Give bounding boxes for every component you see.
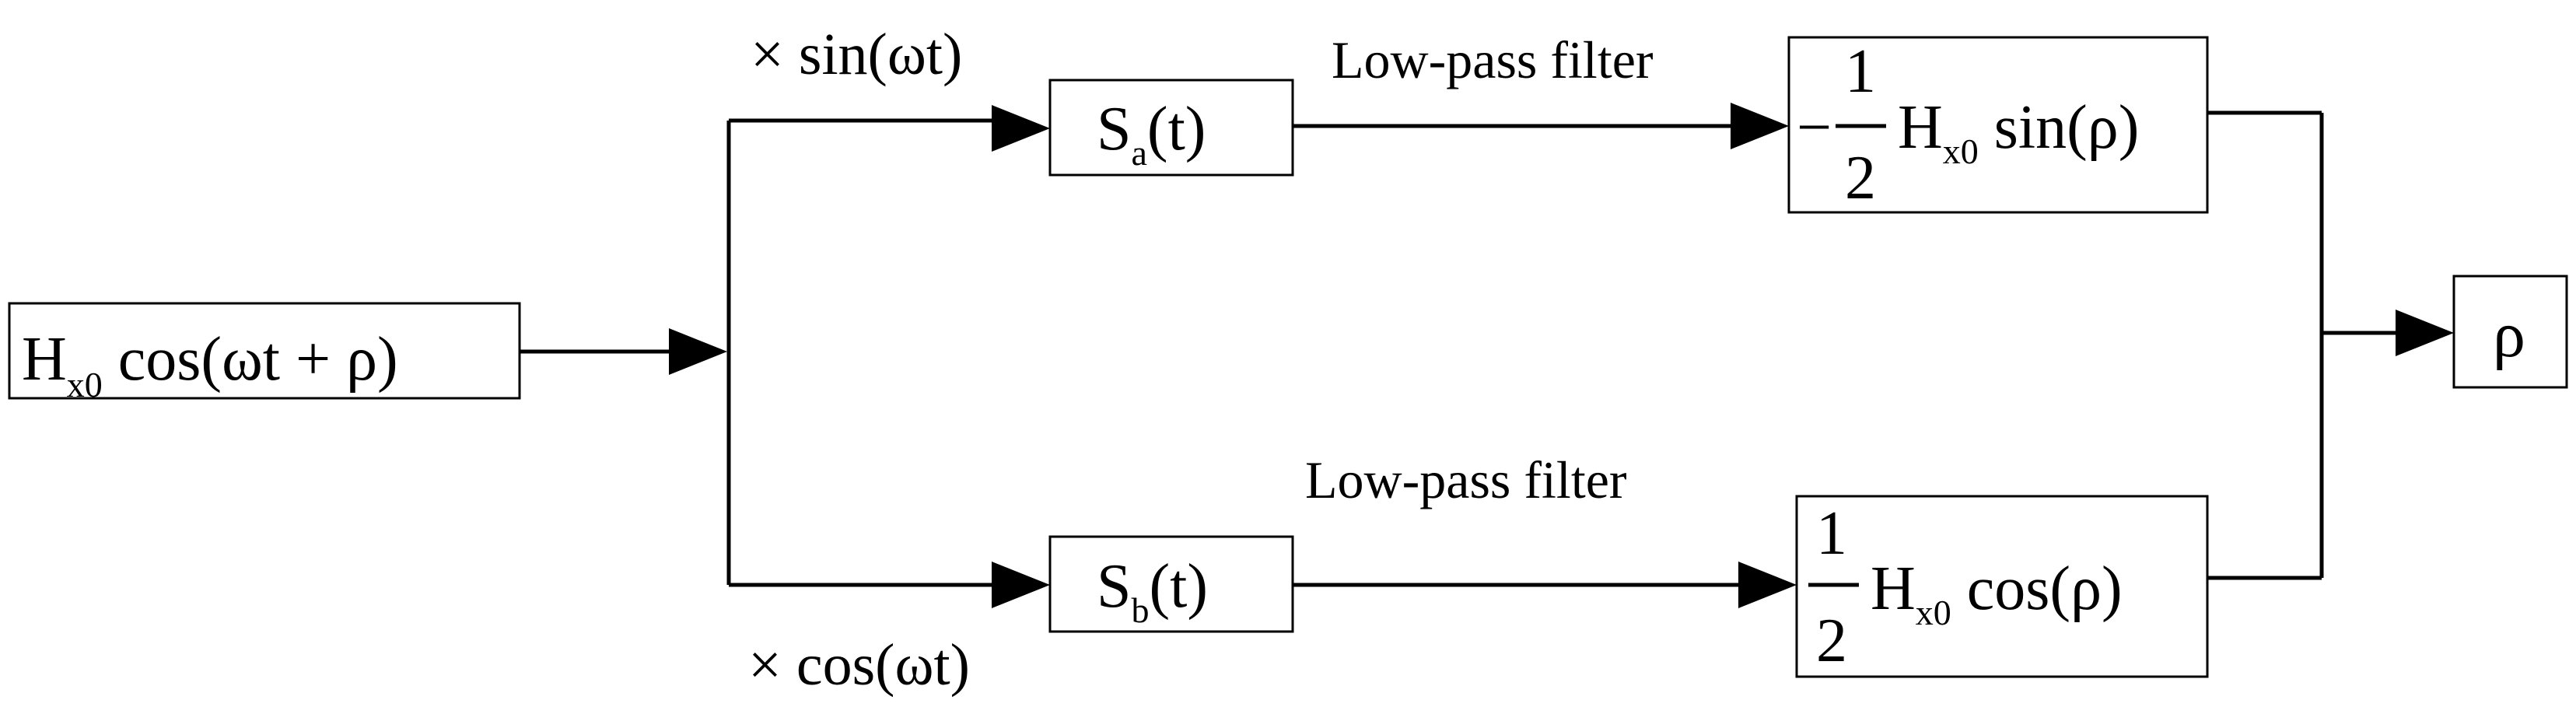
filter-out-b-signal: Hx0 cos(ρ) bbox=[1871, 555, 2123, 632]
arrowhead-filter-b bbox=[1738, 562, 1797, 608]
minus-sign: − bbox=[1797, 93, 1832, 162]
mixer-b-signal: Sb(t) bbox=[1097, 552, 1208, 630]
filter-out-b-box bbox=[1795, 495, 2209, 678]
mixer-a-box bbox=[1048, 79, 1294, 177]
fraction-numerator: 1 bbox=[1816, 499, 1847, 568]
connections bbox=[520, 103, 2454, 608]
multiplier-cos-label: × cos(ωt) bbox=[748, 632, 970, 698]
output-symbol: ρ bbox=[2493, 299, 2525, 371]
input-signal: Hx0 cos(ωt + ρ) bbox=[22, 325, 398, 404]
fraction-numerator: 1 bbox=[1845, 37, 1876, 106]
multiplier-sin-label: × sin(ωt) bbox=[751, 22, 962, 87]
fraction-denominator: 2 bbox=[1845, 144, 1876, 212]
low-pass-filter-label-top: Low-pass filter bbox=[1332, 30, 1654, 89]
mixer-a-signal: Sa(t) bbox=[1097, 95, 1206, 173]
arrowhead-input bbox=[669, 328, 727, 375]
low-pass-filter-label-bottom: Low-pass filter bbox=[1305, 450, 1627, 509]
arrowhead-mixer-b bbox=[992, 562, 1050, 608]
filter-out-a-expression: − 1 2 Hx0 sin(ρ) bbox=[1797, 37, 2139, 212]
fraction-denominator: 2 bbox=[1816, 607, 1847, 675]
arrowhead-filter-a bbox=[1731, 103, 1789, 149]
mixer-b-box bbox=[1048, 535, 1294, 633]
output-box bbox=[2452, 275, 2568, 389]
filter-out-b-expression: 1 2 Hx0 cos(ρ) bbox=[1808, 499, 2123, 675]
input-box bbox=[8, 302, 521, 400]
arrowhead-mixer-a bbox=[992, 105, 1050, 152]
arrowhead-output bbox=[2396, 310, 2454, 356]
filter-out-a-signal: Hx0 sin(ρ) bbox=[1898, 93, 2139, 171]
